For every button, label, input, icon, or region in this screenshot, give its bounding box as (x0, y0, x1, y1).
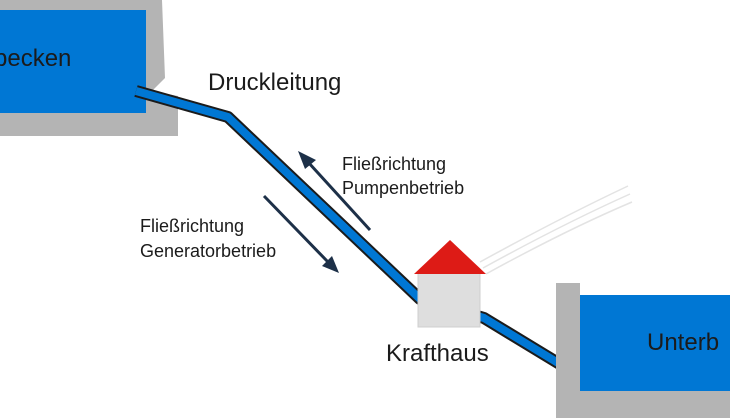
power-line (482, 193, 631, 269)
penstock-label: Druckleitung (208, 69, 341, 96)
pump-flow-arrow-shaft (306, 160, 372, 232)
pump-flow-label-line1: Fließrichtung (342, 154, 446, 174)
penstock-water (134, 87, 599, 390)
arrowhead-down-icon (322, 256, 339, 273)
power-line (485, 201, 633, 275)
lower-basin-water (580, 295, 730, 391)
generator-flow-arrow-shaft (262, 194, 330, 264)
pump-flow-label-line2: Pumpenbetrieb (342, 178, 464, 198)
upper-basin-label: becken (0, 45, 71, 72)
generator-flow-label-line1: Fließrichtung (140, 216, 244, 236)
power-line (479, 185, 629, 263)
lower-basin-label: Unterb (647, 329, 719, 356)
powerhouse-label: Krafthaus (386, 340, 489, 367)
pump-flow-arrow (298, 151, 372, 232)
upper-basin-water (0, 10, 146, 113)
generator-flow-arrow (262, 194, 339, 273)
arrowhead-up-icon (298, 151, 316, 169)
power-lines (479, 185, 633, 275)
upper-basin: becken (0, 0, 178, 136)
powerhouse-building (417, 272, 481, 328)
generator-flow-label-line2: Generatorbetrieb (140, 241, 276, 261)
powerhouse: Krafthaus (386, 240, 489, 367)
powerhouse-roof (414, 240, 486, 274)
lower-basin: Unterb (556, 283, 730, 418)
